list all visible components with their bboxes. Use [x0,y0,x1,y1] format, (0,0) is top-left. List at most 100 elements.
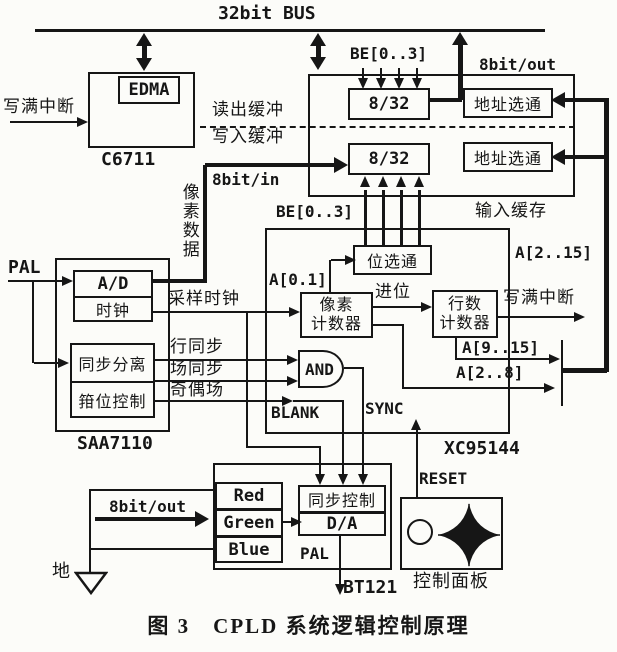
arrow-sample-clock [289,307,300,317]
wire-odd-even-cont [293,400,344,402]
line-counter-line1: 行数 [447,295,482,313]
wire-sync-out [344,367,364,369]
blank-label: BLANK [271,403,320,422]
arrow-sync [358,474,368,485]
wire-a01-vert [329,260,331,293]
edma-box: EDMA [118,76,180,104]
control-panel-label: 控制面板 [413,571,489,591]
wire-address-bus-bend [563,368,607,373]
arrow-reset [411,419,421,430]
wire-ground-bottom [89,548,215,550]
da-converter-box: D/A [298,512,386,536]
green-channel-box: Green [215,509,283,537]
arrow-vsync [287,376,298,386]
wire-out8-bottom [95,517,197,521]
ad-converter-box: A/D [73,270,153,298]
wire-a915-horiz [455,358,551,360]
arrow-carry [421,302,432,312]
bt121-label: BT121 [343,577,398,598]
wire-bitstrobe-2 [382,190,385,245]
wire-vsync [155,380,291,382]
bus-label: 32bit BUS [218,3,316,24]
carry-label: 进位 [375,282,411,301]
saa7110-block [55,258,170,432]
arrow-bitstrobe-3 [396,176,406,187]
wire-write-full-right [498,316,576,318]
arrow-da-out [335,584,345,595]
vsync-label: 场同步 [170,359,224,378]
arrow-write-full-left [77,117,88,127]
input-buffer-label: 输入缓存 [475,201,547,220]
odd-even-label: 奇偶场 [170,380,224,399]
c6711-block [88,72,195,148]
arrow-a01 [345,255,356,265]
arrow-be-top-1 [358,78,368,89]
wire-pal-syncsep [34,362,60,364]
wire-bitstrobe-3 [400,190,403,245]
out8-bottom-label: 8bit/out [109,497,187,516]
read-buffer-label: 读出缓冲 [212,100,284,119]
wire-be-top-3 [398,68,400,82]
ground-symbol-icon [74,571,108,595]
write-full-right-label: 写满中断 [503,288,575,307]
arrow-be-top-3 [394,78,404,89]
wire-be-top-1 [362,68,364,82]
wire-blank-drop [319,446,321,476]
arrow-green-da [291,517,302,527]
address-strobe-top-box: 地址选通 [463,88,553,118]
buffer-divider-dashed-line [200,126,575,128]
wire-blank-horiz [246,446,321,448]
io-buffer-block [308,74,575,197]
pixel-counter-box: 像素 计数器 [300,292,373,338]
bt121-block [213,463,392,570]
cpld-block [265,228,510,434]
wire-buffer-bus [316,44,321,59]
wire-c6711-bus [142,43,147,60]
wire-pal-in [8,280,64,282]
clock-box: 时钟 [73,296,153,322]
arrow-pal-syncsep [58,358,69,368]
arrow-addr-strobe-bottom [551,149,565,165]
a2-15-label: A[2..15] [515,243,593,262]
wire-a28-start [373,324,404,326]
sync-separation-box: 同步分离 [70,343,155,383]
arrow-c6711-bus-down [136,58,152,71]
arrow-out8-up [452,32,468,45]
reset-label: RESET [419,469,468,488]
wire-a28-horiz [402,387,546,389]
wire-da-out [339,536,341,586]
hsync-label: 行同步 [170,337,224,356]
pal-out-label: PAL [300,544,329,563]
sync-control-box: 同步控制 [298,485,386,513]
arrow-bitstrobe-4 [414,176,424,187]
arrow-out8-bottom [195,511,209,527]
arrow-hsync [287,355,298,365]
wire-out8-vert [458,44,463,100]
c6711-label: C6711 [101,149,156,170]
wire-pixel-data-2 [203,165,207,283]
out8-top-label: 8bit/out [479,55,557,74]
wire-be-top-4 [416,68,418,82]
arrow-odd-even [282,396,293,406]
pixel-counter-line2: 计数器 [310,316,362,333]
red-channel-box: Red [215,482,283,510]
and-gate: AND [298,350,344,388]
wire-a28-vert [402,324,404,389]
wire-bitstrobe-4 [418,190,421,245]
converter-8-32-bottom-box: 8/32 [348,143,430,175]
sample-clock-label: 采样时钟 [168,289,240,308]
be-top-label: BE[0..3] [350,44,428,63]
pixel-counter-line1: 像素 [319,296,354,314]
arrow-odd-even-sync-ctrl [338,474,348,485]
wire-a915-vert [455,338,457,360]
blue-channel-box: Blue [215,536,283,563]
arrow-be-top-2 [376,78,386,89]
wire-be-top-2 [380,68,382,82]
be-mid-label: BE[0..3] [276,202,354,221]
arrow-write-full-right [574,312,585,322]
wire-out8-horiz [430,98,462,102]
arrow-bitstrobe-2 [378,176,388,187]
wire-reset [416,430,418,497]
wire-green-da [283,521,293,523]
bit-strobe-box: 位选通 [353,245,432,275]
